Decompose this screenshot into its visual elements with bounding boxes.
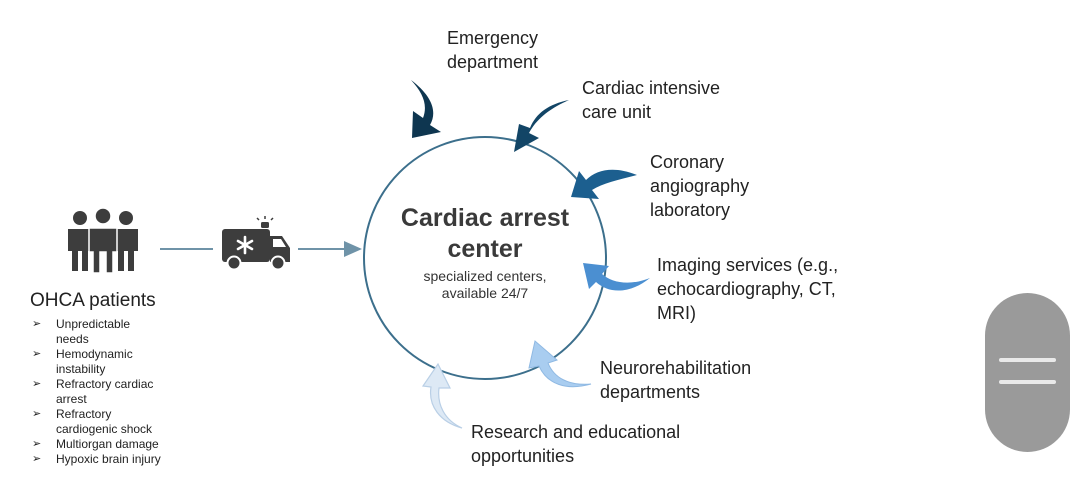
- arrow-research: [421, 362, 463, 429]
- patients-title: OHCA patients: [30, 290, 156, 311]
- list-item-line: cardiogenic shock: [56, 422, 153, 436]
- people-group-icon: [68, 207, 138, 274]
- label-line: Research and educational: [471, 422, 681, 442]
- list-item-line: Unpredictable: [56, 317, 131, 331]
- list-item-line: Refractory: [56, 407, 112, 421]
- label-line: departments: [600, 382, 701, 402]
- menu-icon-bar: [999, 380, 1056, 384]
- menu-icon-bar: [999, 358, 1056, 362]
- ambulance-icon: [222, 216, 290, 271]
- bullet-icon: ➢: [32, 453, 42, 465]
- label-research-educational-opportunities: Research and educational opportunities: [471, 420, 680, 468]
- label-line: laboratory: [650, 200, 731, 220]
- label-line: department: [447, 52, 539, 72]
- label-line: Imaging services (e.g.,: [657, 255, 839, 275]
- arrow-cicu: [514, 100, 569, 152]
- list-item-line: arrest: [56, 392, 87, 406]
- label-line: care unit: [582, 102, 652, 122]
- center-title-line: Cardiac arrest: [400, 204, 570, 232]
- label-coronary-angiography-laboratory: Coronary angiography laboratory: [650, 150, 749, 222]
- label-neurorehabilitation-departments: Neurorehabilitation departments: [600, 356, 751, 404]
- list-item-line: instability: [56, 362, 106, 376]
- label-line: Cardiac intensive: [582, 78, 721, 98]
- bullet-icon: ➢: [32, 408, 42, 420]
- label-cardiac-intensive-care-unit: Cardiac intensive care unit: [582, 76, 720, 124]
- center-subtitle-line: specialized centers,: [423, 268, 547, 284]
- list-item: ➢ Multiorgan damage: [32, 437, 182, 452]
- label-line: opportunities: [471, 446, 575, 466]
- arrow-cath-lab: [571, 169, 637, 199]
- center-subtitle-line: available 24/7: [441, 285, 529, 301]
- arrow-neurorehab: [528, 340, 592, 388]
- label-line: angiography: [650, 176, 750, 196]
- bullet-icon: ➢: [32, 318, 42, 330]
- label-emergency-department: Emergency department: [447, 26, 538, 74]
- bullet-icon: ➢: [32, 378, 42, 390]
- menu-button[interactable]: [985, 293, 1070, 452]
- list-item-line: needs: [56, 332, 89, 346]
- center-title-line: center: [447, 235, 523, 263]
- bullet-icon: ➢: [32, 438, 42, 450]
- label-line: echocardiography, CT,: [657, 279, 836, 299]
- list-item-line: Refractory cardiac: [56, 377, 154, 391]
- list-item: ➢ Hypoxic brain injury: [32, 452, 182, 467]
- arrow-emergency: [411, 80, 441, 138]
- bullet-icon: ➢: [32, 348, 42, 360]
- label-line: Emergency: [447, 28, 539, 48]
- service-arrows: [411, 80, 650, 429]
- list-item-line: Multiorgan damage: [56, 437, 159, 451]
- label-line: Coronary: [650, 152, 725, 172]
- list-item-line: Hemodynamic: [56, 347, 133, 361]
- label-line: Neurorehabilitation: [600, 358, 752, 378]
- arrow-imaging: [583, 263, 650, 291]
- label-line: MRI): [657, 303, 696, 323]
- center-subtitle: specialized centers, available 24/7: [370, 268, 600, 302]
- list-item-line: Hypoxic brain injury: [56, 452, 161, 466]
- center-title: Cardiac arrest center: [370, 203, 600, 265]
- cardiac-arrest-center-circle: [363, 136, 607, 380]
- label-imaging-services: Imaging services (e.g., echocardiography…: [657, 253, 838, 325]
